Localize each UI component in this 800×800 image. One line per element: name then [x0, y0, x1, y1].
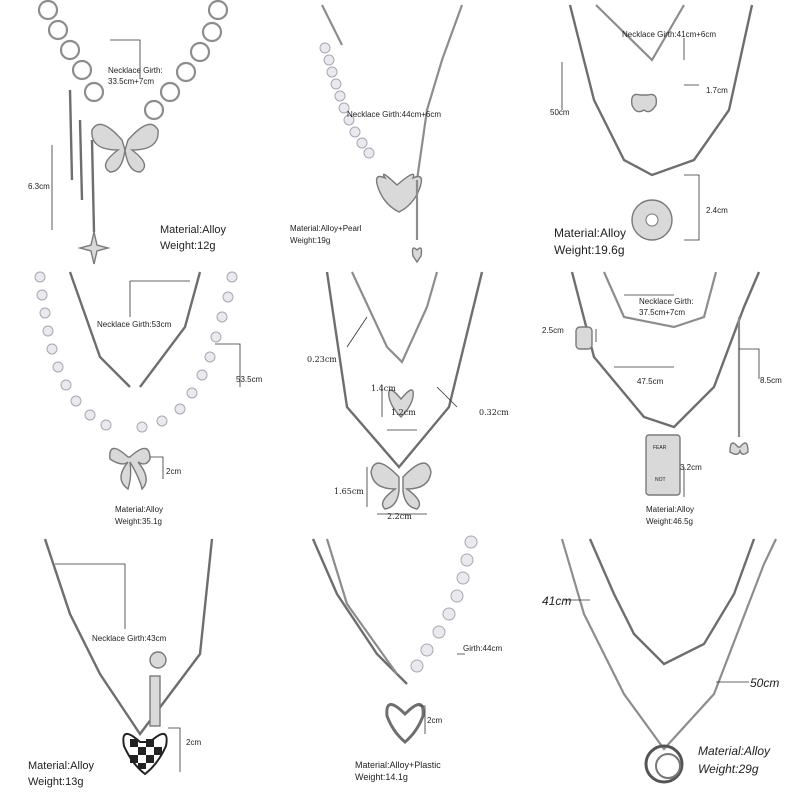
- star-charm: [77, 231, 111, 265]
- chain1-width-label: 0.23cm: [307, 355, 337, 364]
- pendant-label: 2cm: [166, 467, 182, 476]
- necklace-ring-panel: 41cm 50cm Material:Alloy Weight:29g: [534, 534, 800, 800]
- necklace-butterfly-panel: Necklace Girth: 33.5cm+7cm 6.3cm Materia…: [0, 0, 266, 266]
- weight-label: Weight:46.5g: [646, 517, 693, 526]
- weight-label: Weight:12g: [160, 240, 216, 252]
- butterfly-width-label: 2.2cm: [387, 512, 412, 521]
- heart-pendant: [385, 703, 425, 744]
- girth-value: 33.5cm+7cm: [108, 77, 155, 86]
- girth-label: Necklace Girth:41cm+6cm: [622, 30, 717, 39]
- butterfly-height-label: 1.65cm: [334, 487, 364, 496]
- material-label: Material:Alloy: [115, 505, 164, 514]
- girth-label: Necklace Girth:53cm: [97, 320, 172, 329]
- weight-label: Weight:35.1g: [115, 517, 162, 526]
- girth-label: Girth:44cm: [463, 644, 503, 653]
- girth-label: Necklace Girth:: [108, 66, 163, 75]
- butterfly-pendant: [91, 123, 159, 173]
- butterfly-charm: [729, 442, 749, 455]
- tag-pendant: [645, 434, 681, 496]
- butterfly-pendant: [109, 447, 151, 491]
- flower-icon: [645, 213, 659, 227]
- length-label: 47.5cm: [637, 377, 664, 386]
- tag-size-label: 3.2cm: [680, 463, 702, 472]
- layered-chain-illustration: [561, 4, 754, 241]
- girth-label: Necklace Girth:44cm+6cm: [347, 110, 442, 119]
- chain2-width-label: 0.32cm: [479, 408, 509, 417]
- lock-size-label: 2.5cm: [542, 326, 564, 335]
- length-label: 53.5cm: [236, 375, 263, 384]
- weight-label: Weight:13g: [28, 776, 84, 788]
- pearl-heart-plastic-illustration: [311, 535, 478, 744]
- butterfly-necklace-illustration: [37, 0, 229, 265]
- pearl-strand: [410, 535, 478, 673]
- small-heart-charm: [411, 247, 423, 264]
- lock-charm: [575, 326, 593, 350]
- pendant1-label: 1.7cm: [706, 86, 728, 95]
- ring-pendant: [644, 744, 684, 784]
- pearl-heart-necklace-illustration: [319, 4, 464, 264]
- necklace-cherry-flower-panel: Necklace Girth:41cm+6cm 50cm 1.7cm 2.4cm…: [534, 0, 800, 266]
- pearl-strand: [319, 42, 375, 159]
- pendant2-label: 2.4cm: [706, 206, 728, 215]
- pearl-butterfly-illustration: [34, 271, 241, 491]
- weight-label: Weight:19g: [290, 236, 331, 245]
- length-label: 50cm: [550, 108, 570, 117]
- necklace-heart-butterfly-panel: 0.23cm 1.4cm 1.2cm 0.32cm 1.65cm 2.2cm: [267, 267, 533, 533]
- tag-text-1: FEAR: [653, 445, 667, 451]
- pendant-label: 2cm: [427, 716, 443, 725]
- bar-charm: [149, 675, 161, 727]
- material-label: Material:Alloy: [28, 760, 95, 772]
- length1-label: 41cm: [542, 594, 572, 608]
- pendant-label: 2cm: [186, 738, 202, 747]
- butterfly-pendant: [370, 462, 432, 510]
- pearl-strand-right: [136, 271, 238, 433]
- heart-height-label: 1.4cm: [371, 384, 396, 393]
- toggle-ring: [149, 651, 167, 669]
- lock-tag-illustration: [570, 271, 761, 497]
- length2-label: 50cm: [750, 676, 780, 690]
- material-label: Material:Alloy: [554, 226, 627, 240]
- cherry-pendant: [630, 93, 658, 113]
- material-label: Material:Alloy: [646, 505, 695, 514]
- pearl-strand-left: [34, 271, 112, 431]
- heart-pendant: [388, 389, 414, 418]
- checker-heart-illustration: [43, 538, 214, 776]
- girth-label: Necklace Girth:43cm: [92, 634, 167, 643]
- drop-label: 8.5cm: [760, 376, 782, 385]
- ring-chain-illustration: [560, 538, 777, 784]
- heart-pendant: [375, 173, 423, 213]
- material-label: Material:Alloy+Plastic: [355, 760, 441, 770]
- necklace-pearl-heart-panel: Necklace Girth:44cm+6cm Material:Alloy+P…: [267, 0, 533, 266]
- weight-label: Weight:14.1g: [355, 772, 408, 782]
- weight-label: Weight:19.6g: [554, 243, 625, 257]
- drop-label: 6.3cm: [28, 182, 50, 191]
- material-label: Material:Alloy: [160, 224, 227, 236]
- tag-text-2: NOT: [655, 477, 666, 483]
- necklace-pearl-butterfly-panel: Necklace Girth:53cm 53.5cm 2cm Material:…: [0, 267, 266, 533]
- weight-label: Weight:29g: [698, 762, 759, 776]
- necklace-lock-tag-panel: Necklace Girth: 37.5cm+7cm 2.5cm 47.5cm …: [534, 267, 800, 533]
- heart-width-label: 1.2cm: [391, 408, 416, 417]
- girth-value: 37.5cm+7cm: [639, 308, 686, 317]
- material-label: Material:Alloy+Pearl: [290, 224, 362, 233]
- heart-butterfly-illustration: [325, 271, 484, 515]
- necklace-checker-heart-panel: Necklace Girth:43cm 2cm Material:Alloy W…: [0, 534, 266, 800]
- necklace-pearl-heart-plastic-panel: Girth:44cm 2cm Material:Alloy+Plastic We…: [267, 534, 533, 800]
- material-label: Material:Alloy: [698, 744, 771, 758]
- girth-label: Necklace Girth:: [639, 297, 694, 306]
